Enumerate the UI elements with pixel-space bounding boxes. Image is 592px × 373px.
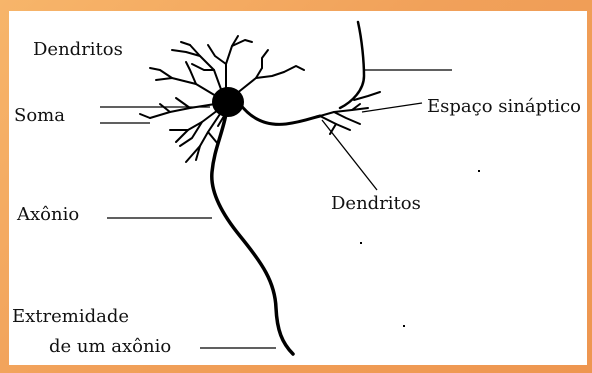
- label-extremidade-line1: Extremidade: [12, 306, 129, 327]
- label-espaco-sinaptico: Espaço sináptico: [427, 96, 581, 117]
- label-axonio: Axônio: [16, 204, 79, 225]
- adjacent-dendrite: [340, 22, 364, 108]
- neuron-illustration: [140, 22, 380, 354]
- synaptic-branch: [240, 104, 320, 124]
- label-soma: Soma: [14, 105, 65, 126]
- leader-espaco: [362, 103, 422, 112]
- label-dendritos-right: Dendritos: [331, 193, 421, 214]
- terminal-branches: [320, 104, 368, 134]
- axon: [212, 114, 293, 354]
- label-extremidade-line2: de um axônio: [49, 336, 171, 357]
- label-dendritos-top: Dendritos: [33, 39, 123, 60]
